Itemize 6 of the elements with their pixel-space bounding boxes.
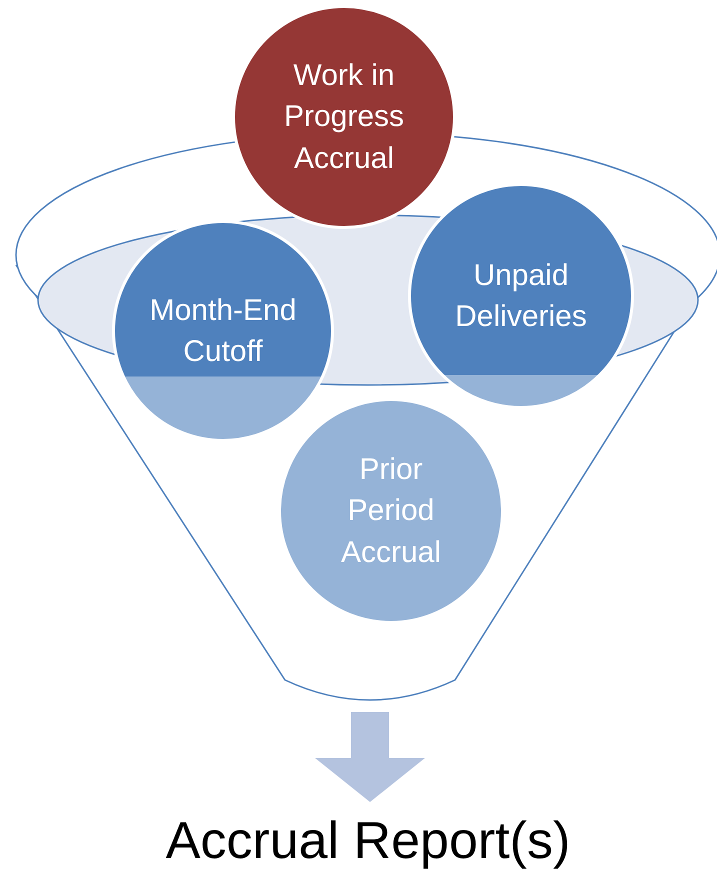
circle-label: Prior Period Accrual	[340, 452, 442, 571]
circle-label: Month-End Cutoff	[148, 292, 298, 370]
circle-label: Work in Progress Accrual	[282, 58, 406, 177]
block-arrow	[315, 712, 425, 802]
circle-label: Unpaid Deliveries	[454, 258, 588, 335]
output-label: Accrual Report(s)	[133, 808, 603, 874]
